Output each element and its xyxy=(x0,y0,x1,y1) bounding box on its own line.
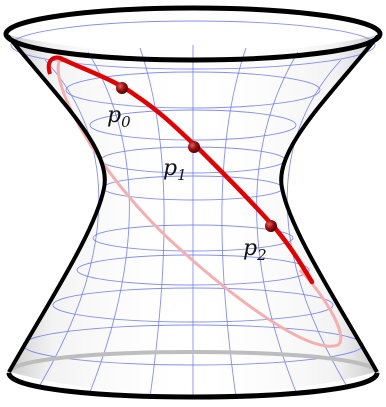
label-p0: p0 xyxy=(107,103,131,131)
curve-left-arc xyxy=(46,55,61,75)
top-rim xyxy=(3,5,383,63)
bottom-rim-back xyxy=(7,350,379,375)
label-p2: p2 xyxy=(243,236,267,264)
bottom-rim-front xyxy=(6,371,380,400)
point-p0 xyxy=(116,82,128,94)
label-p1: p1 xyxy=(163,156,187,184)
right-silhouette xyxy=(279,34,380,373)
point-p2 xyxy=(265,220,277,232)
point-p1 xyxy=(188,141,200,153)
meridian-grid-lines xyxy=(39,45,347,398)
left-silhouette xyxy=(6,34,107,373)
